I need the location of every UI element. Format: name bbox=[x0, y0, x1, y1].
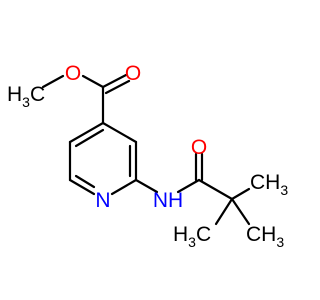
bond-quaternary-methyl-left-lower bbox=[214, 197, 234, 226]
bond-ring-c4-c3 bbox=[101, 121, 138, 144]
bond-c2-nh bbox=[134, 178, 159, 194]
methyl-right-upper-label: CH3 bbox=[250, 171, 288, 198]
ester-oxygen-label: O bbox=[65, 62, 81, 85]
amide-nh-label: NH bbox=[153, 189, 183, 212]
bond-ring-c5-c4 bbox=[68, 121, 105, 144]
bond-ester-o-carbonyl bbox=[81, 74, 105, 89]
bond-quaternary-methyl-right-upper bbox=[230, 187, 251, 201]
bonds bbox=[41, 73, 251, 226]
bond-nh-amide-c bbox=[176, 178, 201, 194]
bond-ring-n-c6-inner bbox=[74, 174, 96, 189]
atom-labels: H3C O O N NH O CH3 H3C CH3 bbox=[7, 62, 288, 250]
bond-carbonyl-o-double-a bbox=[101, 73, 128, 89]
methyl-left-lower-label: H3C bbox=[173, 223, 211, 250]
methyl-ester-label: H3C bbox=[7, 83, 45, 110]
bond-amide-c-quaternary bbox=[197, 178, 234, 201]
chemical-structure-diagram: H3C O O N NH O CH3 H3C CH3 bbox=[7, 62, 288, 250]
bond-methyl-ester-o bbox=[41, 74, 65, 89]
bond-ring-c2-n bbox=[110, 178, 138, 196]
bond-ring-n-c6 bbox=[68, 178, 96, 196]
ester-carbonyl-oxygen-label: O bbox=[125, 62, 141, 85]
bond-carbonyl-o-double-b bbox=[104, 79, 131, 95]
methyl-right-lower-label: CH3 bbox=[246, 223, 284, 250]
bond-quaternary-methyl-right-lower bbox=[230, 197, 251, 226]
bond-ring-c5-c4-inner bbox=[74, 128, 105, 148]
ring-nitrogen-label: N bbox=[95, 189, 110, 212]
amide-oxygen-label: O bbox=[191, 136, 207, 159]
